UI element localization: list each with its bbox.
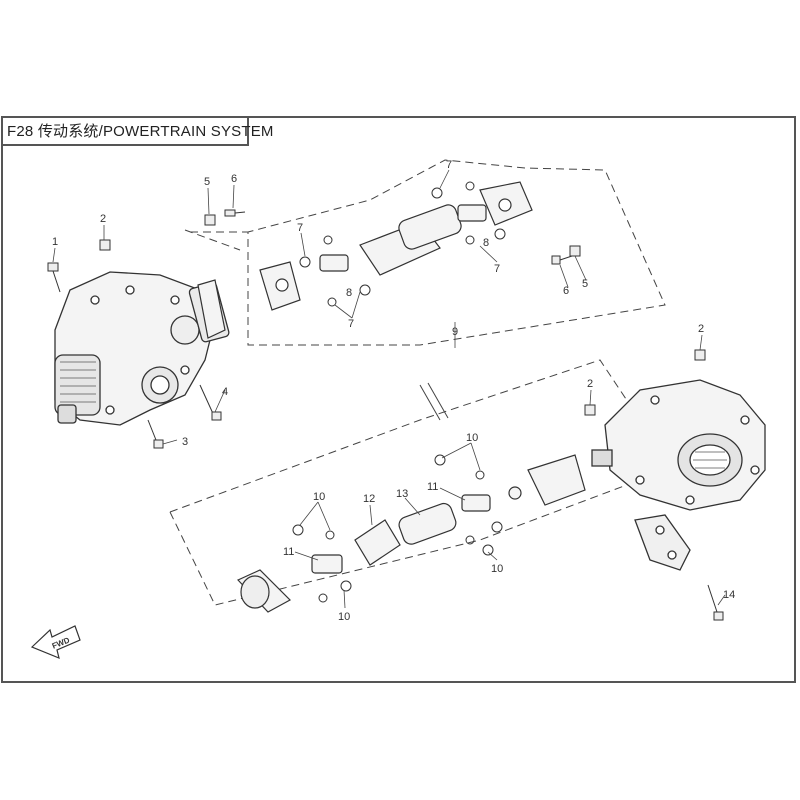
callout-4: 4 [222, 386, 228, 398]
callout-8: 8 [483, 237, 489, 249]
front-propshaft [197, 181, 533, 339]
callout-8: 8 [346, 287, 352, 299]
callout-6: 6 [563, 285, 569, 297]
callout-14: 14 [723, 589, 735, 601]
rear-propshaft [236, 454, 586, 613]
callout-9: 9 [452, 326, 458, 338]
callout-7: 7 [297, 222, 303, 234]
callout-3: 3 [182, 436, 188, 448]
callout-7: 7 [494, 263, 500, 275]
callout-1: 1 [52, 236, 58, 248]
callout-10: 10 [338, 611, 350, 623]
callout-7: 7 [348, 318, 354, 330]
callouts: 1 2 2 2 3 4 5 5 6 6 7 7 7 7 8 8 9 10 10 … [52, 159, 735, 623]
callout-6: 6 [231, 173, 237, 185]
leader-lines [52, 169, 726, 609]
callout-2: 2 [587, 378, 593, 390]
callout-2: 2 [698, 323, 704, 335]
front-differential [54, 271, 230, 426]
assembly-outline-rear [169, 359, 641, 606]
diagram-frame [1, 116, 796, 683]
assembly-outline-front [184, 159, 666, 346]
callout-13: 13 [396, 488, 408, 500]
callout-10: 10 [466, 432, 478, 444]
rear-differential [591, 379, 766, 571]
callout-12: 12 [363, 493, 375, 505]
callout-5: 5 [204, 176, 210, 188]
fwd-arrow: FWD [30, 625, 81, 660]
callout-5: 5 [582, 278, 588, 290]
callout-10: 10 [313, 491, 325, 503]
page-title: F28 传动系统/POWERTRAIN SYSTEM [1, 116, 273, 146]
callout-11: 11 [283, 546, 294, 558]
callout-11: 11 [427, 481, 438, 493]
circlips [292, 181, 506, 603]
callout-10: 10 [491, 563, 503, 575]
callout-7: 7 [446, 159, 452, 171]
callout-2: 2 [100, 213, 106, 225]
